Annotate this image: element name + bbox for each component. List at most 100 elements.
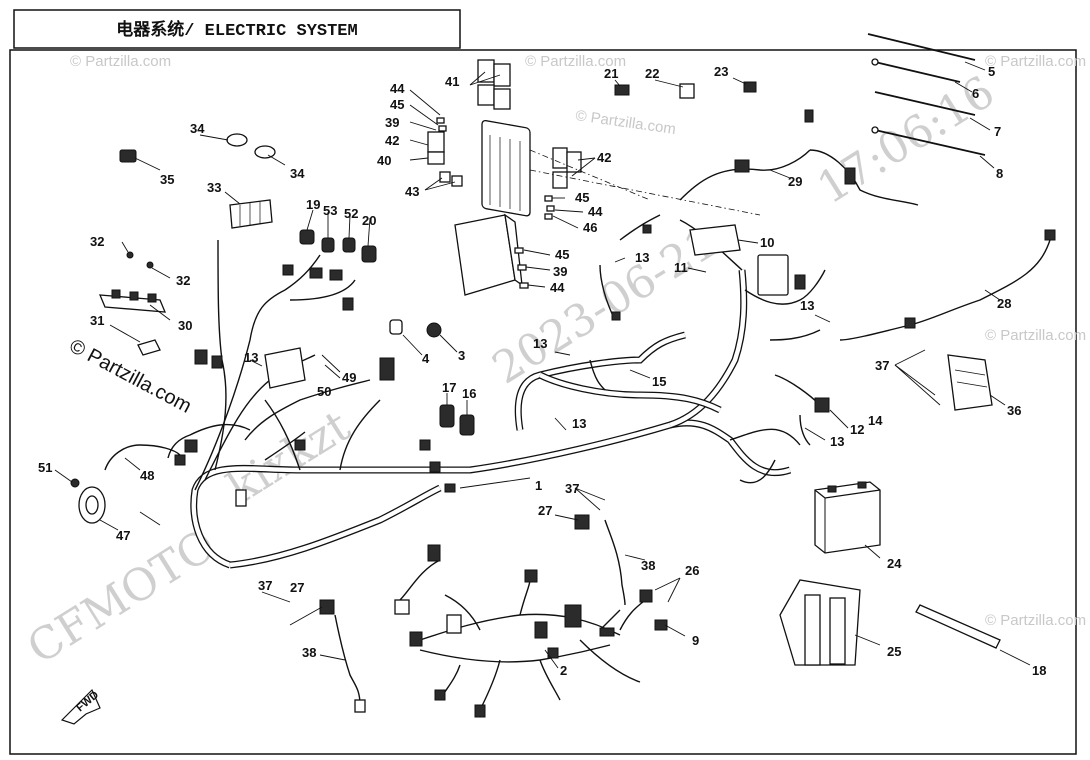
callout-30: 30 <box>178 318 192 333</box>
callout-23: 23 <box>714 64 728 79</box>
lead-7 <box>874 91 976 116</box>
callout-37-c: 37 <box>258 578 272 593</box>
callout-35: 35 <box>160 172 174 187</box>
relay-10 <box>689 224 741 256</box>
callout-13-d: 13 <box>572 416 586 431</box>
watermark-site-4: © Partzilla.com <box>985 327 1086 344</box>
callout-12: 12 <box>850 422 864 437</box>
lead-6 <box>874 61 961 83</box>
callout-29: 29 <box>788 174 802 189</box>
callout-9: 9 <box>692 633 699 648</box>
callout-13-e: 13 <box>830 434 844 449</box>
callout-10: 10 <box>760 235 774 250</box>
callout-1: 1 <box>535 478 542 493</box>
watermarks: CFMOTO kixkzt 2023-06-21 17:06:16 © Part… <box>19 53 1086 674</box>
watermark-site-big: © Partzilla.com <box>66 335 195 418</box>
callout-5: 5 <box>988 64 995 79</box>
callout-7: 7 <box>994 124 1001 139</box>
callout-3: 3 <box>458 348 465 363</box>
right-components <box>599 33 1056 666</box>
callout-32-b: 32 <box>176 273 190 288</box>
lead-5 <box>867 33 976 61</box>
ecu-36 <box>947 354 993 411</box>
callout-44-a: 44 <box>390 81 405 96</box>
callout-27-a: 27 <box>538 503 552 518</box>
front-harness-left <box>167 239 456 507</box>
title-box <box>13 9 461 49</box>
callout-4: 4 <box>422 351 430 366</box>
fuse-box-body <box>481 119 531 217</box>
callout-2: 2 <box>560 663 567 678</box>
callout-19: 19 <box>306 197 320 212</box>
callout-18: 18 <box>1032 663 1046 678</box>
callout-44-c: 44 <box>550 280 565 295</box>
callout-42-a: 42 <box>385 133 399 148</box>
callout-45-b: 45 <box>575 190 589 205</box>
callout-47: 47 <box>116 528 130 543</box>
callout-21: 21 <box>604 66 618 81</box>
callout-49: 49 <box>342 370 356 385</box>
callout-37-b: 37 <box>565 481 579 496</box>
watermark-site-6: © Partzilla.com <box>574 107 676 138</box>
callout-20: 20 <box>362 213 376 228</box>
callout-39-a: 39 <box>385 115 399 130</box>
callout-41: 41 <box>445 74 459 89</box>
callout-26: 26 <box>685 563 699 578</box>
fuse-box-grid <box>489 135 521 211</box>
diagram-title: 电器系统/ ELECTRIC SYSTEM <box>116 19 357 41</box>
callout-31: 31 <box>90 313 104 328</box>
callout-34-a: 34 <box>190 121 205 136</box>
callout-8: 8 <box>996 166 1003 181</box>
callout-48: 48 <box>140 468 154 483</box>
callout-27-b: 27 <box>290 580 304 595</box>
callout-42-b: 42 <box>597 150 611 165</box>
callout-53: 53 <box>323 203 337 218</box>
callout-13-a: 13 <box>635 250 649 265</box>
callout-13-b: 13 <box>800 298 814 313</box>
frame-harness-15 <box>514 331 722 431</box>
callout-6: 6 <box>972 86 979 101</box>
callout-labels: 1 2 3 4 5 6 7 8 9 10 11 12 13 13 13 13 1… <box>38 64 1046 678</box>
watermark-site-5: © Partzilla.com <box>985 612 1086 629</box>
watermark-site-3: © Partzilla.com <box>985 53 1086 70</box>
callout-25: 25 <box>887 644 901 659</box>
callout-32-a: 32 <box>90 234 104 249</box>
callout-13-c: 13 <box>533 336 547 351</box>
callout-45-c: 45 <box>555 247 569 262</box>
callout-38-b: 38 <box>302 645 316 660</box>
forward-direction-arrow: FWD <box>60 688 101 725</box>
callout-36: 36 <box>1007 403 1021 418</box>
callout-15: 15 <box>652 374 666 389</box>
callout-11: 11 <box>674 260 688 275</box>
leader-lines <box>54 61 1031 669</box>
callout-34-b: 34 <box>290 166 305 181</box>
callout-22: 22 <box>645 66 659 81</box>
callout-37-a: 37 <box>875 358 889 373</box>
watermark-site-2: © Partzilla.com <box>525 53 626 70</box>
fuse-box-cover <box>454 214 516 296</box>
callout-46: 46 <box>583 220 597 235</box>
left-components <box>70 81 757 713</box>
callout-50: 50 <box>317 384 331 399</box>
callout-28: 28 <box>997 296 1011 311</box>
rear-harness-2 <box>394 544 641 718</box>
diagram-frame <box>9 49 1077 755</box>
callout-43: 43 <box>405 184 419 199</box>
watermark-date-long: 2023-06-21 <box>484 217 726 395</box>
battery-strap-18 <box>915 604 1001 649</box>
callout-40: 40 <box>377 153 391 168</box>
callout-13-f: 13 <box>244 350 258 365</box>
callout-33: 33 <box>207 180 221 195</box>
callout-17: 17 <box>442 380 456 395</box>
callout-45-a: 45 <box>390 97 404 112</box>
callout-52: 52 <box>344 206 358 221</box>
callout-38-a: 38 <box>641 558 655 573</box>
fuse-box-group <box>427 59 761 296</box>
callout-14: 14 <box>868 413 883 428</box>
callout-51: 51 <box>38 460 52 475</box>
callout-24: 24 <box>887 556 902 571</box>
callout-44-b: 44 <box>588 204 603 219</box>
callout-39-b: 39 <box>553 264 567 279</box>
watermark-site-1: © Partzilla.com <box>70 53 171 70</box>
lead-8 <box>874 129 986 156</box>
